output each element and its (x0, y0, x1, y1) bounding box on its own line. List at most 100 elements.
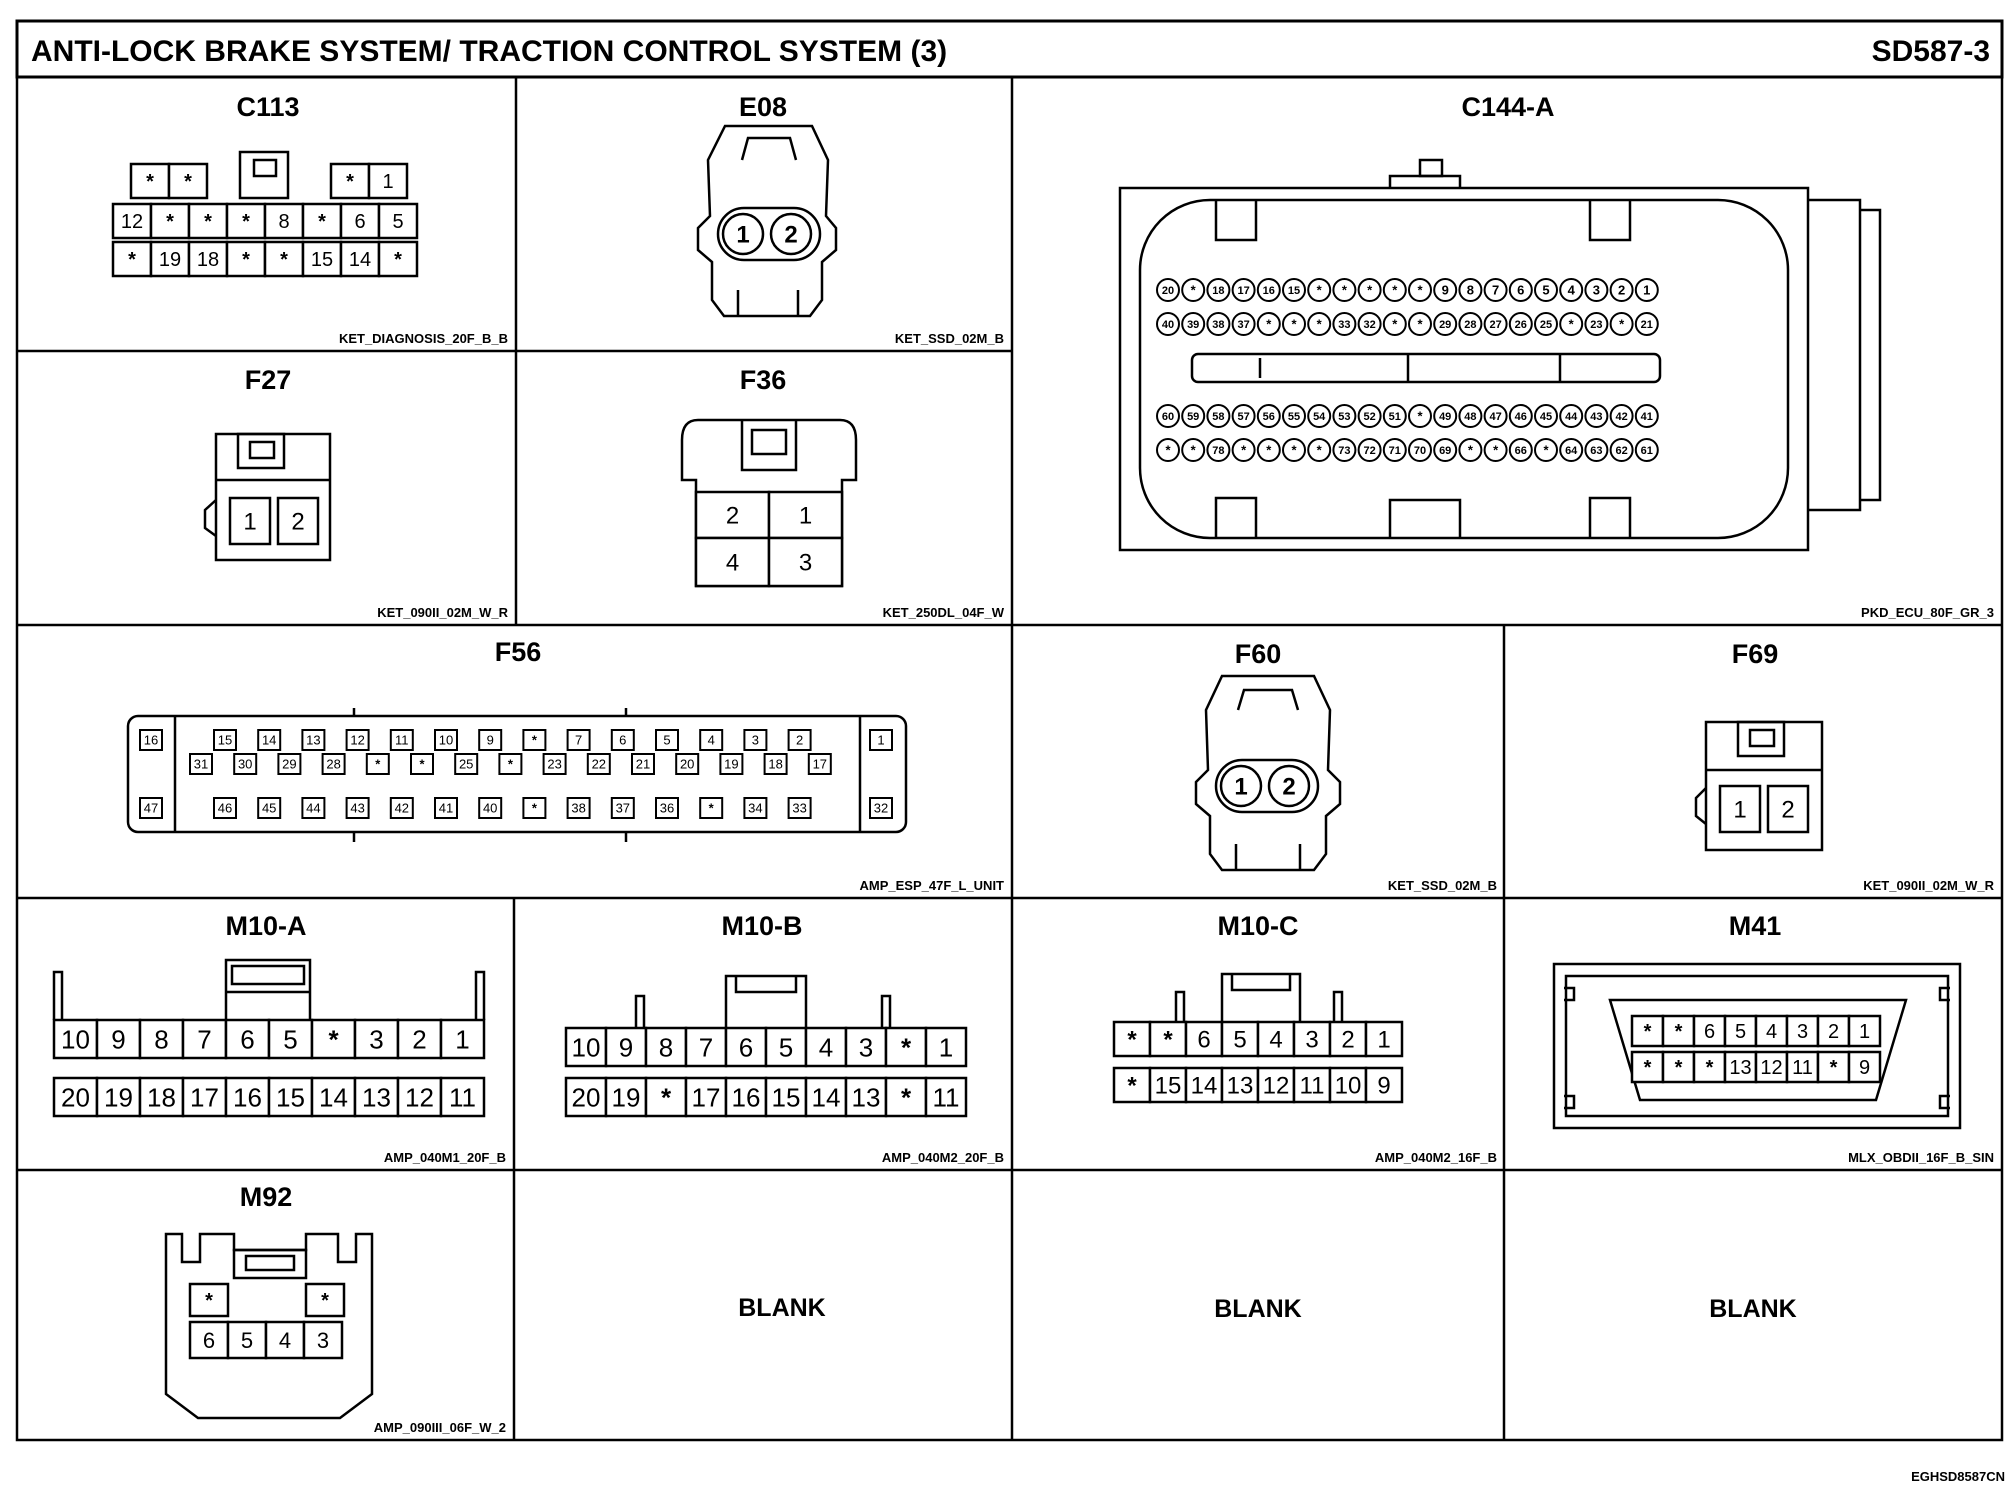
m10b-pin: 3 (844, 1026, 888, 1068)
m10c-pin: 10 (1328, 1066, 1368, 1104)
f56-pin: 30 (233, 753, 258, 775)
c144a-pin: 52 (1357, 404, 1382, 428)
f69-pin: 2 (1766, 784, 1810, 834)
m10c-pin: 13 (1220, 1066, 1260, 1104)
c113-pin-label: 12 (121, 211, 143, 233)
title-bar: ANTI-LOCK BRAKE SYSTEM/ TRACTION CONTROL… (15, 19, 2004, 79)
m10b-pin-label: 11 (933, 1082, 960, 1112)
f56-pin-label: 37 (616, 801, 630, 816)
m10b-pin: 9 (604, 1026, 648, 1068)
m10b-pin-label: 17 (692, 1082, 721, 1112)
f56-pin-label: 4 (708, 733, 715, 748)
f56-pin-label: 25 (459, 757, 473, 772)
c144a-pin: 15 (1282, 278, 1306, 302)
m10c-pin: 4 (1256, 1020, 1296, 1058)
m10b-pin: 7 (684, 1026, 728, 1068)
c144a-pin: 26 (1508, 312, 1533, 336)
m92-pin: 6 (188, 1320, 230, 1360)
c144a-pin: 55 (1282, 404, 1306, 428)
f56-pin-label: 32 (874, 801, 888, 816)
c113-pin-label: 6 (354, 211, 365, 233)
c144a-pin-label: 41 (1641, 411, 1653, 423)
f56-pin: 29 (277, 753, 302, 775)
f56-pin: * (498, 753, 523, 775)
c144a-pin-label: * (1342, 283, 1348, 298)
c144a-pin: * (1458, 438, 1483, 462)
m10b-pin-label: 10 (572, 1032, 601, 1062)
c144a-pin: 66 (1508, 438, 1533, 462)
f56-pin-label: * (375, 757, 381, 772)
m10a-pin: 14 (310, 1076, 357, 1118)
c144a-pin-label: * (1317, 443, 1323, 458)
c144a-pin: 21 (1634, 312, 1659, 336)
m10b-pin-label: 5 (779, 1032, 793, 1062)
c144a-pin-label: * (1543, 443, 1549, 458)
f56-pin: 31 (189, 753, 213, 775)
f56-pin-label: 14 (262, 733, 276, 748)
m10c-pin: 14 (1184, 1066, 1224, 1104)
f56-pin-label: 9 (487, 733, 494, 748)
c144a-pin: 46 (1508, 404, 1533, 428)
f56-pin: 47 (139, 797, 163, 819)
c144a-pin: 27 (1483, 312, 1508, 336)
m10c-pin: * (1148, 1020, 1188, 1058)
m10a-pin-label: 11 (449, 1082, 476, 1112)
m10b-pin-label: 13 (852, 1082, 881, 1112)
m10b-pin-label: * (901, 1082, 912, 1112)
m10a-pin: 8 (138, 1018, 185, 1060)
c144a-pin-label: 38 (1212, 319, 1224, 331)
c144a-pin-label: * (1266, 443, 1272, 458)
m10b-pin: 4 (804, 1026, 848, 1068)
m10a-pin: 15 (267, 1076, 314, 1118)
c144a-pin: 51 (1382, 404, 1407, 428)
m10a-pin-label: 3 (369, 1024, 383, 1054)
m41-pin: * (1692, 1050, 1727, 1084)
blank-label: BLANK (1214, 1295, 1302, 1323)
c144a-pin-label: 18 (1212, 285, 1224, 297)
m41-pin: 13 (1723, 1050, 1758, 1084)
m92-pin-label: 6 (203, 1328, 215, 1353)
m10c-pin-label: * (1127, 1027, 1137, 1054)
f56-pin-label: * (532, 733, 538, 748)
f56-pin-label: * (508, 757, 514, 772)
m10b-pin-label: 8 (659, 1032, 673, 1062)
c144a-pin: 44 (1559, 404, 1584, 428)
f56-pin-label: 19 (724, 757, 738, 772)
m10b-pin: 8 (644, 1026, 688, 1068)
c144a-pin-label: 66 (1515, 445, 1527, 457)
c144a-pin: 25 (1534, 312, 1558, 336)
f27-connector-body (203, 432, 332, 562)
f60-connector-body (1194, 674, 1342, 872)
c144a-pin-label: 57 (1237, 411, 1249, 423)
m41-pin: 12 (1754, 1050, 1789, 1084)
f56-pin: 40 (478, 797, 503, 819)
m10c-pin-label: 1 (1377, 1027, 1390, 1054)
c113-pin-label: * (146, 171, 154, 193)
c113-pin-label: 5 (392, 211, 403, 233)
m92-pin-label: * (321, 1290, 329, 1312)
c144a-pin-label: 8 (1467, 283, 1474, 298)
m10c-pin-label: 9 (1377, 1073, 1390, 1100)
c144a-pin-label: 15 (1288, 285, 1300, 297)
c144a-pin: 70 (1408, 438, 1432, 462)
f60-pin-label: 1 (1234, 774, 1247, 801)
c144a-pin: 49 (1433, 404, 1458, 428)
c113-pin-label: * (242, 211, 250, 233)
m10a-pin: 20 (52, 1076, 99, 1118)
m41-code: MLX_OBDII_16F_B_SIN (1848, 1150, 1994, 1165)
c144a-pin-label: * (1417, 283, 1423, 298)
c113-pin: 15 (301, 240, 343, 278)
c113-pin-label: * (346, 171, 354, 193)
m92-pin-label: * (205, 1290, 213, 1312)
m10b-pin-label: 19 (612, 1082, 641, 1112)
m10a-pin: * (310, 1018, 357, 1060)
f56-pin: 25 (454, 753, 479, 775)
m41-pin: 3 (1785, 1014, 1820, 1048)
m92-pin: * (188, 1282, 230, 1318)
c144a-pin-label: 29 (1439, 319, 1451, 331)
f56-pin: 43 (345, 797, 370, 819)
c113-pin: 8 (263, 202, 305, 240)
f36-title: F36 (740, 365, 787, 395)
c144a-pin: 38 (1206, 312, 1231, 336)
f56-pin-label: 42 (395, 801, 409, 816)
